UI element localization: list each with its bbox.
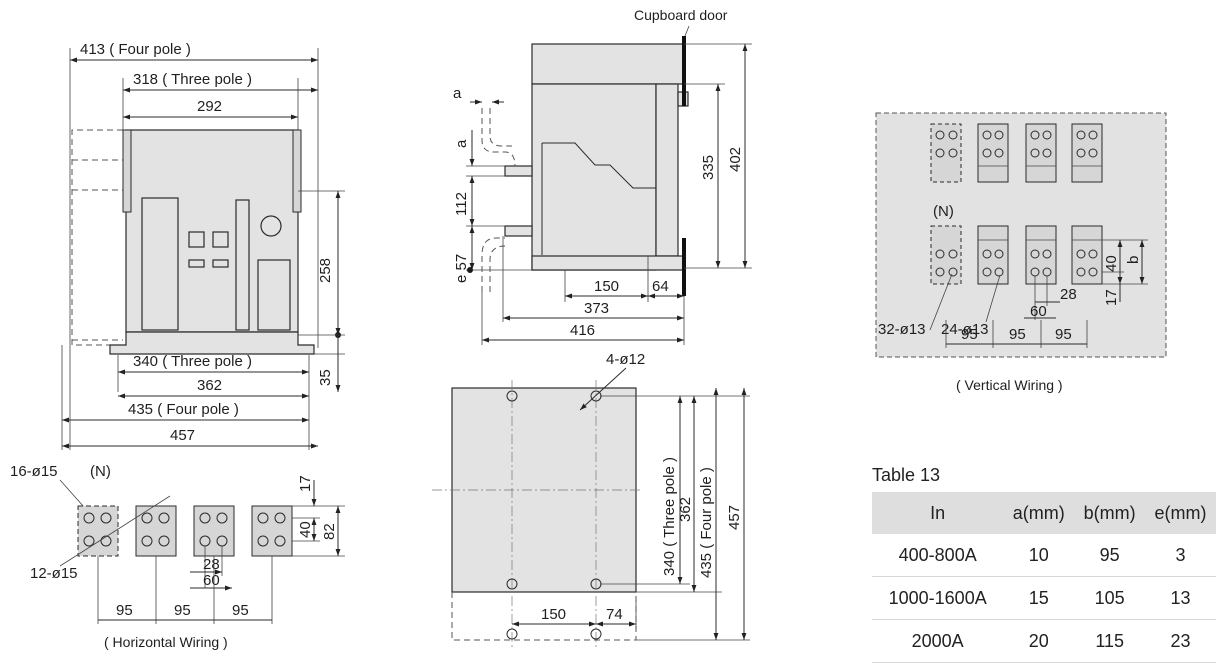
- horizontal-wiring-caption: ( Horizontal Wiring ): [104, 634, 228, 650]
- dim-416: 416: [570, 322, 595, 339]
- dim-h-95-3: 95: [232, 602, 249, 619]
- dim-64: 64: [652, 278, 669, 295]
- dim-h-28: 28: [203, 556, 220, 573]
- label-32-holes: 32-ø13: [878, 321, 926, 338]
- dim-v-40: 40: [1103, 255, 1120, 272]
- cupboard-door-label: Cupboard door: [634, 7, 728, 23]
- label-neutral-v: (N): [933, 203, 954, 220]
- vertical-top-holes: [935, 130, 1098, 158]
- label-neutral-h: (N): [90, 463, 111, 480]
- header-in: In: [872, 492, 1004, 534]
- dim-v-95-2: 95: [1009, 326, 1026, 343]
- dim-v-b: b: [1125, 256, 1142, 264]
- dim-m-74: 74: [606, 606, 623, 623]
- dim-335: 335: [700, 155, 717, 180]
- dim-402: 402: [727, 147, 744, 172]
- dim-a-left: a: [453, 139, 470, 148]
- dim-258: 258: [317, 258, 334, 283]
- header-a: a(mm): [1003, 492, 1075, 534]
- cell: 95: [1074, 534, 1146, 577]
- dim-v-60: 60: [1030, 303, 1047, 320]
- cell: 15: [1003, 577, 1075, 620]
- label-16-holes: 16-ø15: [10, 463, 58, 480]
- dim-m-150: 150: [541, 606, 566, 623]
- dim-373: 373: [584, 300, 609, 317]
- dim-35: 35: [317, 369, 334, 386]
- cell: 115: [1074, 620, 1146, 663]
- horizontal-holes: [83, 512, 286, 547]
- cell: 1000-1600A: [872, 577, 1004, 620]
- dim-e-57: e 57: [453, 254, 470, 283]
- dim-a-top: a: [453, 85, 462, 102]
- vertical-wiring-view: (N) 40 b 17 28: [875, 112, 1167, 393]
- dim-362: 362: [197, 377, 222, 394]
- table-13: Table 13 In a(mm) b(mm) e(mm) 400-800A 1…: [872, 465, 1216, 663]
- dim-v-17: 17: [1103, 289, 1120, 306]
- label-24-holes: 24-ø13: [941, 321, 989, 338]
- dim-340-three-pole: 340 ( Three pole ): [133, 353, 252, 370]
- dim-457: 457: [170, 427, 195, 444]
- dim-435-four-pole: 435 ( Four pole ): [128, 401, 239, 418]
- dim-m-340: 340 ( Three pole ): [661, 457, 678, 576]
- side-view: Cupboard door a a 112 e: [453, 7, 752, 345]
- cell: 10: [1003, 534, 1075, 577]
- header-e: e(mm): [1145, 492, 1216, 534]
- cell: 3: [1145, 534, 1216, 577]
- dimension-table: In a(mm) b(mm) e(mm) 400-800A 10 95 3 10…: [872, 492, 1216, 663]
- table-title: Table 13: [872, 465, 941, 485]
- vertical-bottom-holes: [935, 249, 1098, 277]
- dim-292: 292: [197, 98, 222, 115]
- dim-112: 112: [453, 192, 470, 216]
- dim-h-17: 17: [297, 475, 314, 492]
- top-view: 413 ( Four pole ) 318 ( Three pole ) 292…: [61, 41, 345, 450]
- label-4-holes: 4-ø12: [606, 351, 645, 368]
- cell: 23: [1145, 620, 1216, 663]
- table-row: 400-800A 10 95 3: [872, 534, 1216, 577]
- horizontal-wiring-view: 16-ø15 (N) 12-ø15 17 40 82: [10, 463, 345, 650]
- cell: 400-800A: [872, 534, 1004, 577]
- dim-h-40: 40: [297, 521, 314, 538]
- dim-v-95-3: 95: [1055, 326, 1072, 343]
- dim-m-457: 457: [726, 505, 743, 530]
- mounting-view: 4-ø12 340 ( Three pole ) 362 435 ( Four …: [432, 351, 750, 650]
- dim-413-four-pole: 413 ( Four pole ): [80, 41, 191, 58]
- cell: 105: [1074, 577, 1146, 620]
- label-12-holes: 12-ø15: [30, 565, 78, 582]
- cell: 20: [1003, 620, 1075, 663]
- table-header-row: In a(mm) b(mm) e(mm): [872, 492, 1216, 534]
- dim-h-95-2: 95: [174, 602, 191, 619]
- dim-h-95-1: 95: [116, 602, 133, 619]
- header-b: b(mm): [1074, 492, 1146, 534]
- dim-m-435: 435 ( Four pole ): [698, 467, 715, 578]
- vertical-wiring-caption: ( Vertical Wiring ): [956, 377, 1063, 393]
- dim-v-28: 28: [1060, 286, 1077, 303]
- cell: 13: [1145, 577, 1216, 620]
- table-row: 1000-1600A 15 105 13: [872, 577, 1216, 620]
- dim-150: 150: [594, 278, 619, 295]
- cell: 2000A: [872, 620, 1004, 663]
- dim-h-60: 60: [203, 572, 220, 589]
- table-row: 2000A 20 115 23: [872, 620, 1216, 663]
- dim-318-three-pole: 318 ( Three pole ): [133, 71, 252, 88]
- dim-h-82: 82: [321, 523, 338, 540]
- dim-m-362: 362: [677, 497, 694, 522]
- dim-v-95-1: 95: [961, 326, 978, 343]
